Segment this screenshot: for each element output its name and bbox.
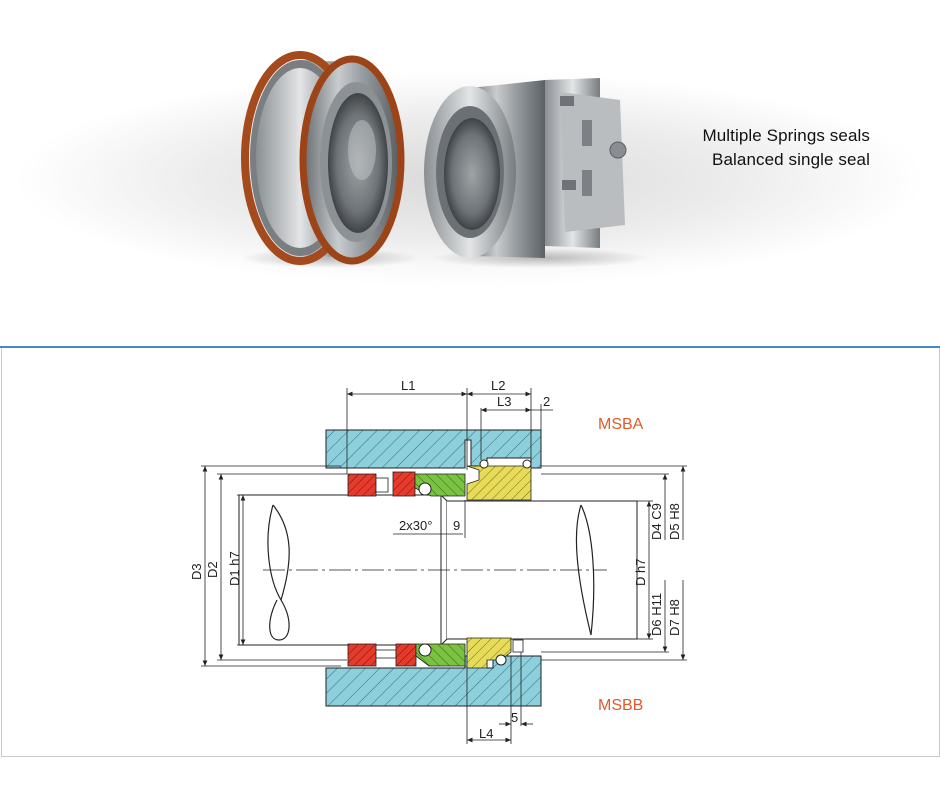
seal-seat — [240, 51, 420, 268]
dimension-lines — [201, 388, 687, 744]
variant-label-msbb: MSBB — [598, 697, 643, 714]
drawing-panel: L1 L2 L3 2 2x30° 9 L4 5 D3 D2 D1 h7 D h7… — [1, 348, 940, 757]
dim-L3: L3 — [497, 394, 511, 409]
seal-section-bottom — [347, 637, 524, 669]
dim-D2: D2 — [205, 561, 220, 578]
dim-D6: D6 H11 — [649, 593, 664, 636]
product-hero: Multiple Springs seals Balanced single s… — [0, 0, 940, 345]
dim-D3: D3 — [189, 563, 204, 580]
seal-rotating-unit — [424, 78, 650, 268]
seal-section-top — [347, 459, 532, 501]
dim-D4: D4 C9 — [649, 503, 664, 540]
section-divider — [0, 346, 940, 348]
shaft — [238, 494, 638, 646]
product-photo — [240, 51, 650, 268]
dim-9: 9 — [453, 518, 460, 533]
product-line-2: Balanced single seal — [712, 150, 870, 169]
variant-label-msba: MSBA — [598, 416, 644, 433]
dim-5: 5 — [511, 710, 518, 725]
housing-top — [325, 429, 542, 469]
dim-D: D h7 — [633, 559, 648, 586]
dim-D1: D1 h7 — [227, 551, 242, 586]
dim-L4: L4 — [479, 726, 493, 741]
dim-L2: L2 — [491, 378, 505, 393]
dim-2: 2 — [543, 394, 550, 409]
dim-D5: D5 H8 — [667, 503, 682, 540]
dim-L1: L1 — [401, 378, 415, 393]
dim-chamfer: 2x30° — [399, 518, 432, 533]
product-line-1: Multiple Springs seals — [702, 126, 870, 145]
technical-drawing: L1 L2 L3 2 2x30° 9 L4 5 D3 D2 D1 h7 D h7… — [189, 378, 687, 744]
dim-D7: D7 H8 — [667, 599, 682, 636]
